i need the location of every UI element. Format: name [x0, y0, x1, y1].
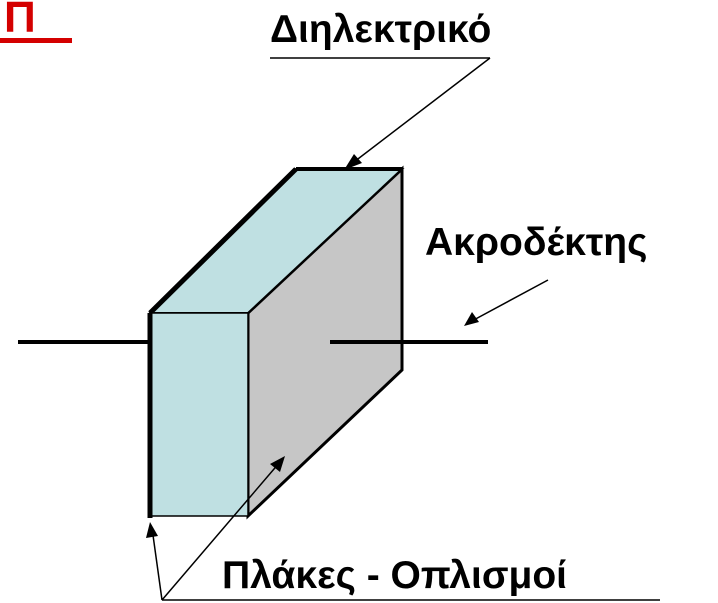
plates-leader-arrow-back [161, 461, 281, 601]
plates-arrowhead-back [270, 456, 285, 472]
dielectric-top-edge [148, 167, 298, 315]
plates-arrowhead-front [146, 522, 158, 538]
dielectric-leader-arrow [349, 57, 491, 166]
heading-fragment: Π [4, 0, 36, 42]
terminal-leader-arrow [469, 279, 549, 323]
plates-label: Πλάκες - Οπλισμοί [222, 554, 567, 597]
dielectric-label: Διηλεκτρικό [270, 8, 491, 51]
dielectric-front-face [149, 312, 249, 517]
terminal-arrowhead [464, 312, 479, 326]
terminal-label: Ακροδέκτης [425, 221, 647, 264]
plates-leader-arrow-front [151, 527, 163, 601]
heading-underline [0, 38, 72, 43]
dielectric-arrowhead [344, 154, 362, 170]
